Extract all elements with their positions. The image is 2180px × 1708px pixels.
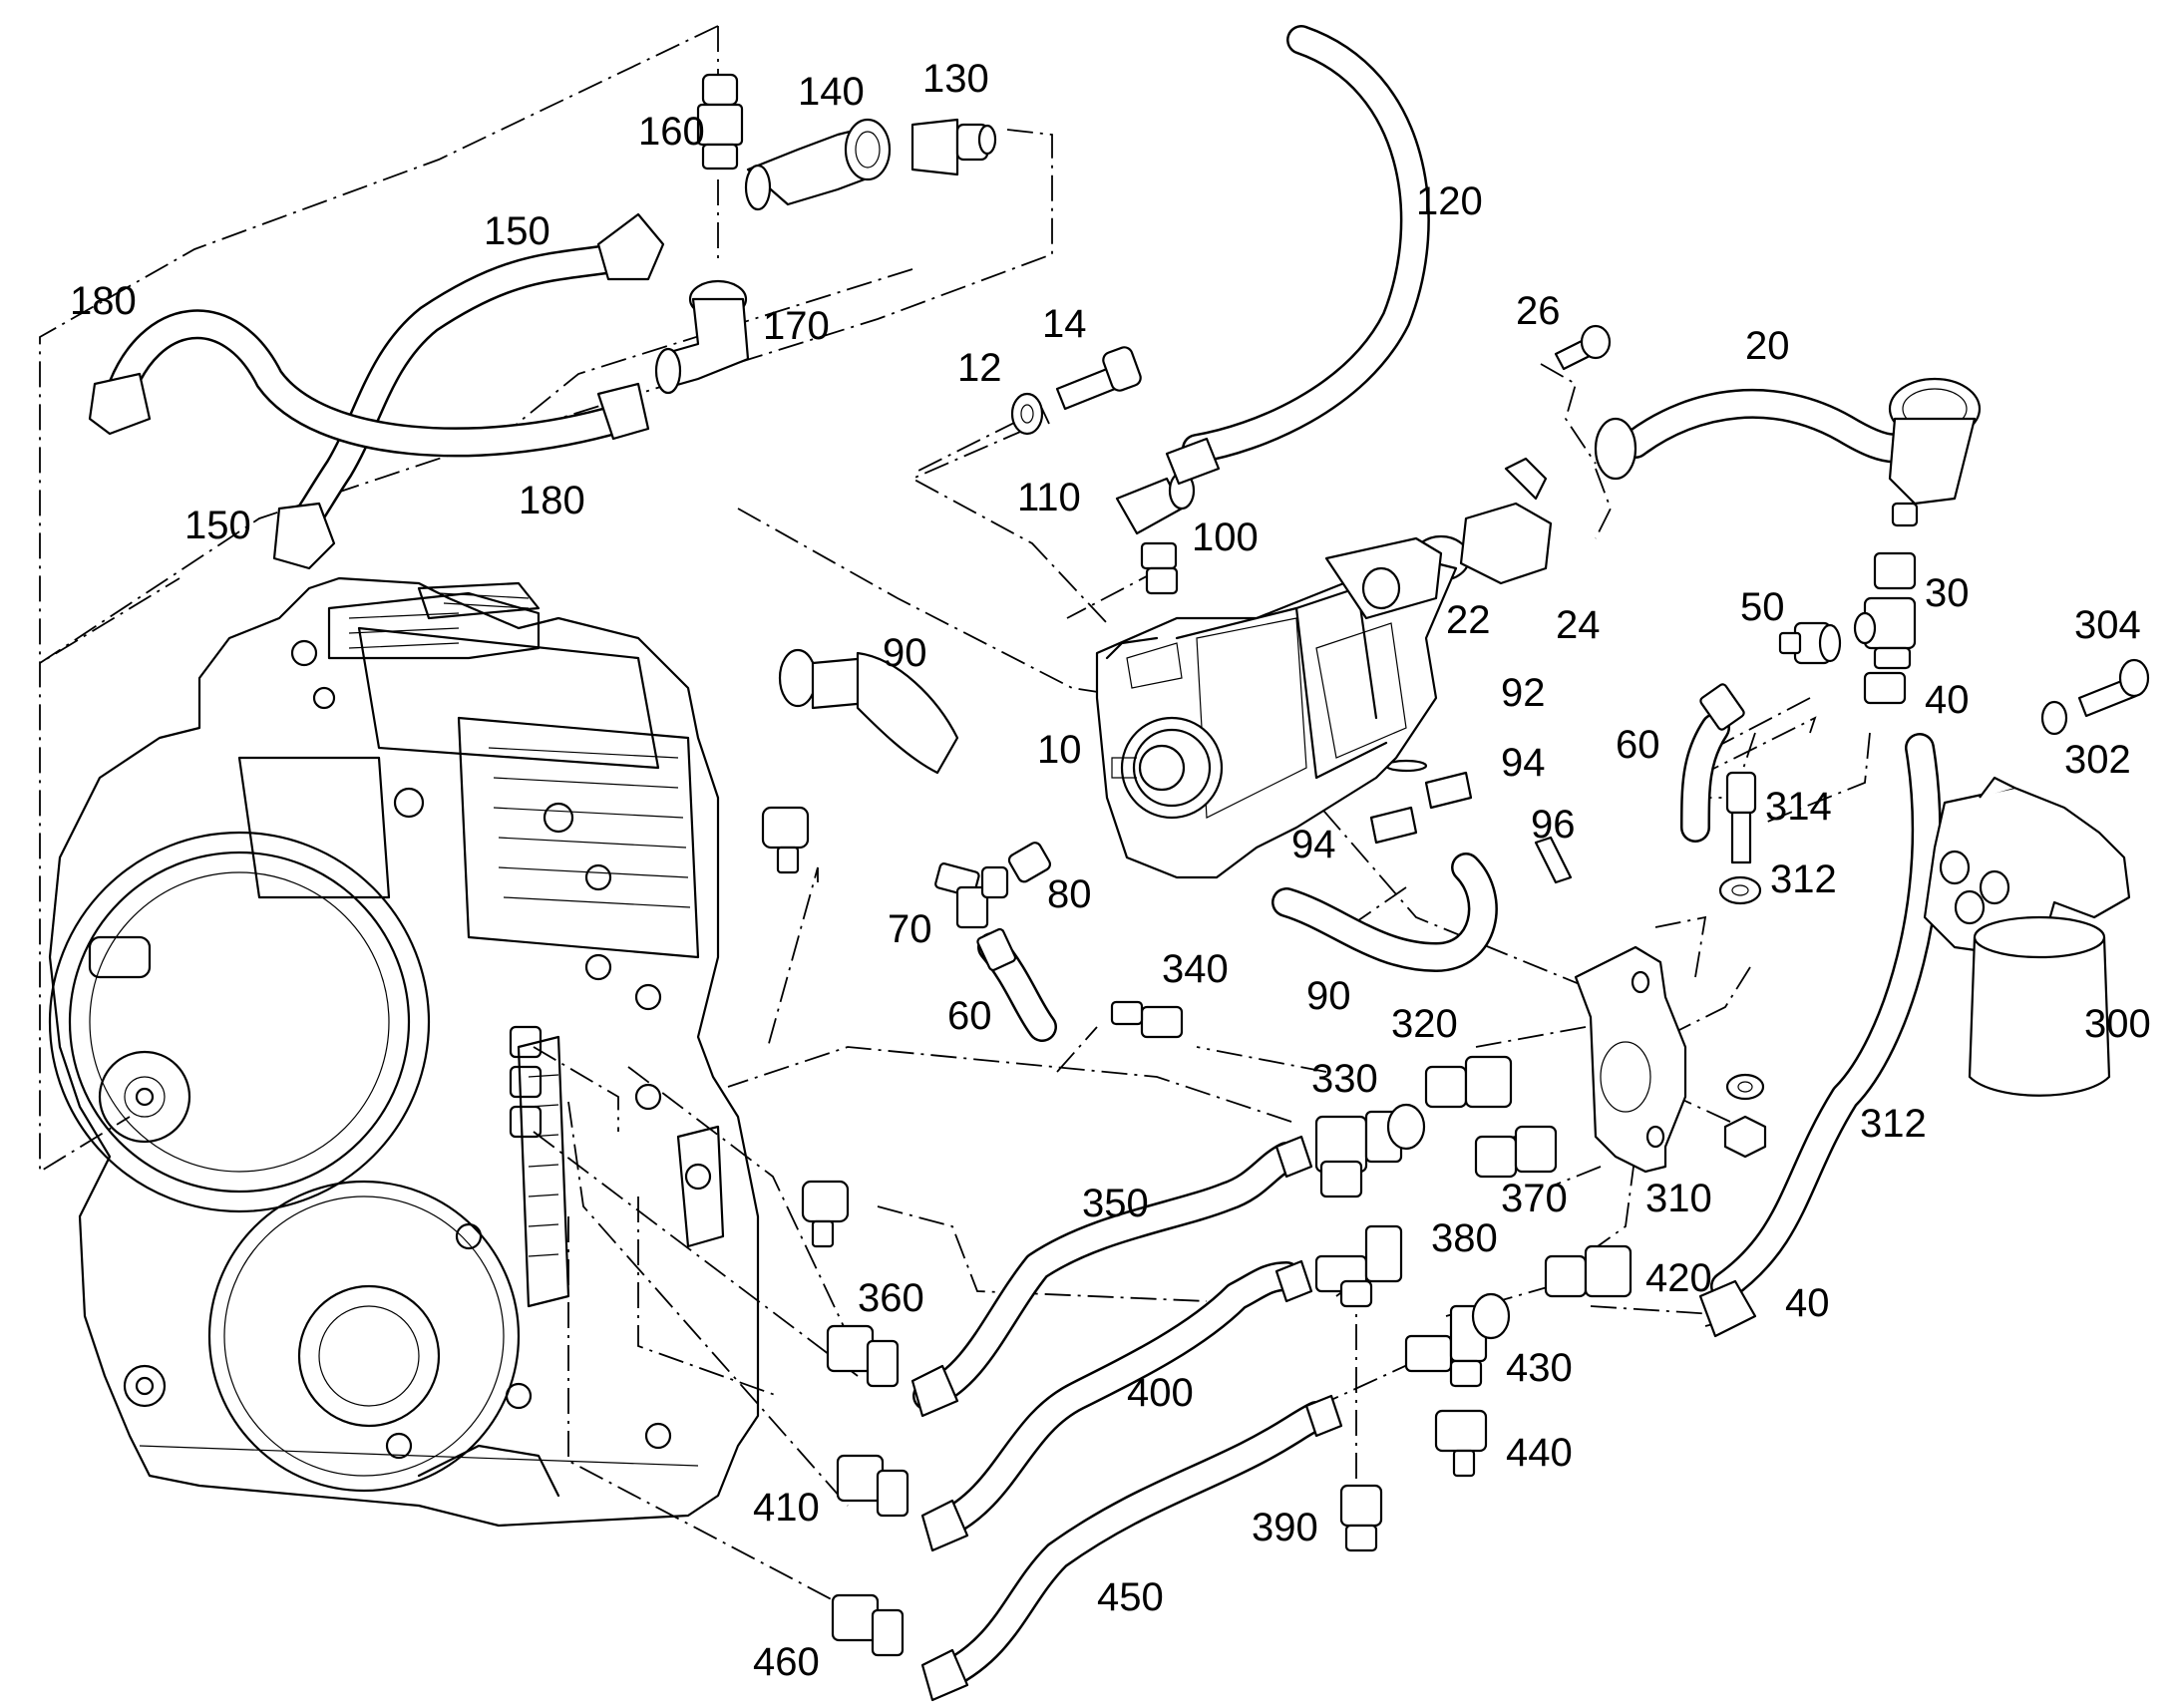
callout-312-lower: 312: [1860, 1102, 1927, 1146]
callout-304: 304: [2074, 603, 2141, 647]
hoses: [105, 25, 1942, 1690]
callout-150-lower: 150: [184, 504, 251, 547]
callout-150-upper: 150: [484, 209, 550, 253]
callout-312-upper: 312: [1770, 857, 1837, 901]
callout-420: 420: [1645, 1256, 1712, 1300]
callout-70: 70: [888, 907, 932, 951]
callout-410: 410: [753, 1486, 820, 1530]
callout-94-right: 94: [1501, 741, 1546, 785]
callout-22: 22: [1446, 598, 1491, 642]
callout-60-mid: 60: [1616, 723, 1660, 767]
callout-320: 320: [1391, 1002, 1458, 1046]
callout-50: 50: [1740, 585, 1785, 629]
callout-360: 360: [858, 1276, 924, 1320]
callout-20: 20: [1745, 324, 1790, 368]
transmission-housing: [48, 576, 760, 1528]
callout-100: 100: [1192, 515, 1259, 559]
callout-180-left: 180: [70, 279, 137, 323]
hydraulic-pump: [1095, 536, 1458, 879]
callout-130: 130: [922, 57, 989, 101]
callout-460: 460: [753, 1640, 820, 1684]
callout-90-upper: 90: [883, 631, 927, 675]
callout-40-upper: 40: [1925, 678, 1970, 722]
callout-380: 380: [1431, 1216, 1498, 1260]
callout-314: 314: [1765, 785, 1832, 829]
callout-120: 120: [1416, 179, 1483, 223]
callout-160: 160: [638, 110, 705, 154]
callout-60-lower: 60: [947, 994, 992, 1038]
callout-430: 430: [1506, 1346, 1573, 1390]
callout-140: 140: [798, 70, 865, 114]
callout-numbers: 160 140 130 120 150 180 170 150 180 26 2…: [70, 57, 2151, 1684]
callout-450: 450: [1097, 1575, 1164, 1619]
callout-400: 400: [1127, 1371, 1194, 1415]
callout-310: 310: [1645, 1177, 1712, 1220]
callout-94-left: 94: [1291, 823, 1336, 866]
callout-302: 302: [2064, 738, 2131, 782]
callout-12: 12: [957, 346, 1002, 390]
callout-350: 350: [1082, 1182, 1149, 1225]
callout-26: 26: [1516, 289, 1561, 333]
callout-180-lower: 180: [519, 479, 585, 522]
callout-10: 10: [1037, 728, 1082, 772]
callout-96: 96: [1531, 803, 1576, 847]
fittings: [88, 73, 2150, 1702]
callout-170: 170: [763, 304, 830, 348]
callout-30: 30: [1925, 571, 1970, 615]
callout-340: 340: [1162, 947, 1229, 991]
callout-80: 80: [1047, 872, 1092, 916]
callout-390: 390: [1252, 1506, 1318, 1549]
callout-90-lower: 90: [1306, 974, 1351, 1018]
callout-92: 92: [1501, 671, 1546, 715]
callout-40-lower: 40: [1785, 1281, 1830, 1325]
callout-300: 300: [2084, 1002, 2151, 1046]
callout-14: 14: [1042, 302, 1087, 346]
callout-440: 440: [1506, 1431, 1573, 1475]
callout-330: 330: [1311, 1057, 1378, 1101]
callout-24: 24: [1556, 603, 1601, 647]
callout-370: 370: [1501, 1177, 1568, 1220]
callout-110: 110: [1017, 476, 1081, 519]
